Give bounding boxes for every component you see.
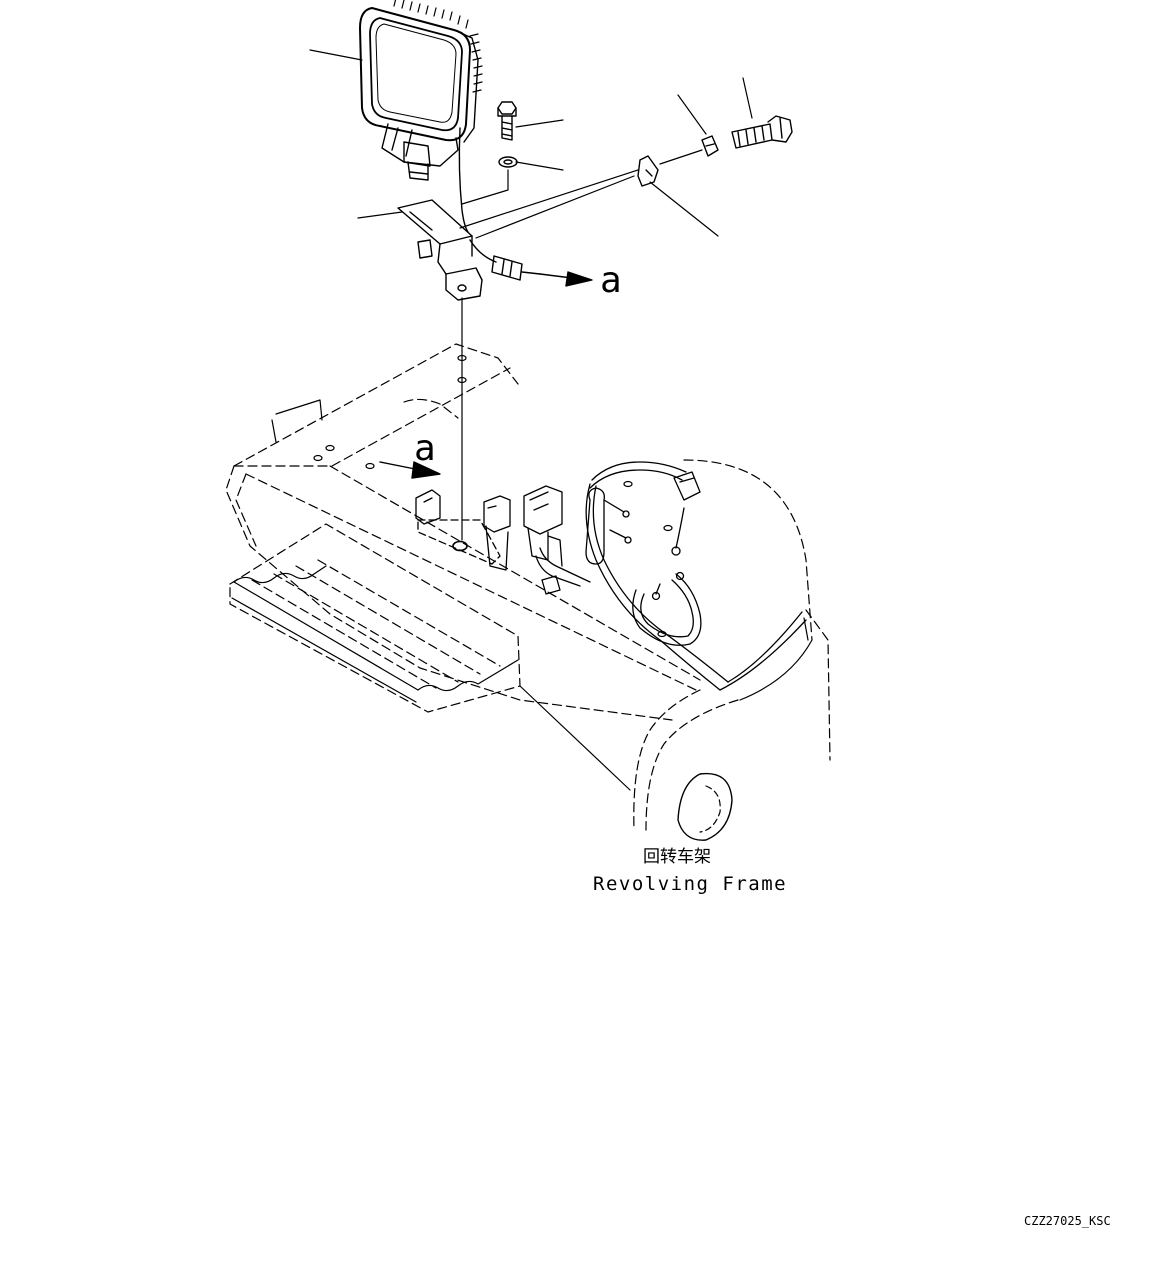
washer bbox=[498, 156, 518, 168]
view-a-label-frame: a bbox=[414, 428, 436, 469]
switch-fitting bbox=[731, 115, 793, 149]
frame-components bbox=[415, 485, 591, 595]
work-lamp bbox=[359, 0, 483, 233]
revolving-frame bbox=[225, 343, 831, 841]
view-a-label-top: a bbox=[600, 260, 622, 301]
hex-bolt bbox=[497, 101, 517, 141]
leader-lines bbox=[309, 49, 753, 541]
frame-view-a-arrow bbox=[379, 461, 441, 479]
lamp-bracket bbox=[397, 199, 483, 301]
drawing-code: CZZ27025_KSC bbox=[1024, 1214, 1111, 1228]
frame-name-chinese: 回转车架 bbox=[643, 847, 711, 867]
small-connector bbox=[701, 135, 719, 157]
arrow-to-view-a bbox=[539, 271, 593, 287]
frame-wiring-harness bbox=[585, 461, 807, 691]
frame-name-english: Revolving Frame bbox=[593, 873, 787, 895]
cable-clip bbox=[637, 155, 659, 187]
harness-connector bbox=[469, 239, 541, 281]
